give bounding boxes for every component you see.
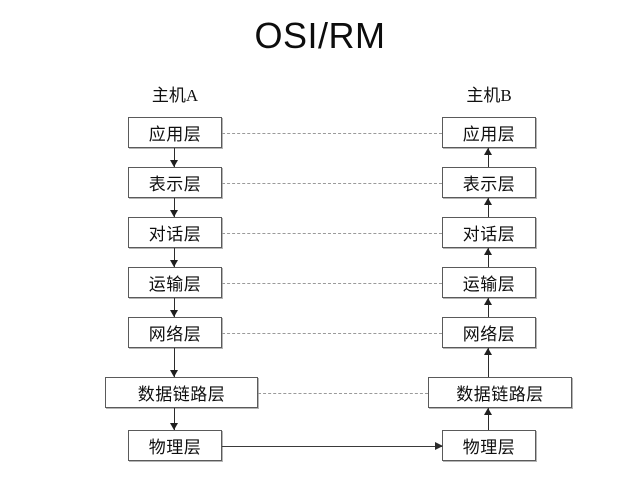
left-layer-presentation[interactable]: 表示层 [128, 167, 222, 198]
right-layer-presentation[interactable]: 表示层 [442, 167, 536, 198]
left-arrow-session-to-transport [170, 248, 179, 267]
peer-link-application [222, 133, 442, 135]
left-layer-application[interactable]: 应用层 [128, 117, 222, 148]
right-arrow-data-link-to-network [484, 348, 493, 377]
right-layer-session[interactable]: 对话层 [442, 217, 536, 248]
right-layer-network[interactable]: 网络层 [442, 317, 536, 348]
peer-link-data-link [258, 393, 428, 395]
right-arrow-session-to-presentation [484, 198, 493, 217]
right-arrow-presentation-to-application [484, 148, 493, 167]
peer-link-session [222, 233, 442, 235]
column-header-host-b: 主机B [466, 86, 512, 105]
right-layer-physical[interactable]: 物理层 [442, 430, 536, 461]
right-arrow-physical-to-data-link [484, 408, 493, 430]
right-layer-application[interactable]: 应用层 [442, 117, 536, 148]
right-layer-transport[interactable]: 运输层 [442, 267, 536, 298]
left-layer-data-link[interactable]: 数据链路层 [105, 377, 258, 408]
peer-link-physical-medium [222, 442, 443, 450]
left-arrow-presentation-to-session [170, 198, 179, 217]
right-arrow-network-to-transport [484, 298, 493, 317]
left-arrow-data-link-to-physical [170, 408, 179, 430]
left-arrow-transport-to-network [170, 298, 179, 317]
right-layer-data-link[interactable]: 数据链路层 [428, 377, 572, 408]
medium-arrowhead-icon [435, 442, 443, 450]
left-arrow-network-to-data-link [170, 348, 179, 377]
peer-link-network [222, 333, 442, 335]
left-layer-network[interactable]: 网络层 [128, 317, 222, 348]
left-layer-physical[interactable]: 物理层 [128, 430, 222, 461]
left-layer-session[interactable]: 对话层 [128, 217, 222, 248]
page-title: OSI/RM [254, 15, 386, 56]
left-arrow-application-to-presentation [170, 148, 179, 167]
left-layer-transport[interactable]: 运输层 [128, 267, 222, 298]
column-header-host-a: 主机A [151, 86, 199, 105]
peer-link-transport [222, 283, 442, 285]
right-arrow-transport-to-session [484, 248, 493, 267]
peer-link-presentation [222, 183, 442, 185]
